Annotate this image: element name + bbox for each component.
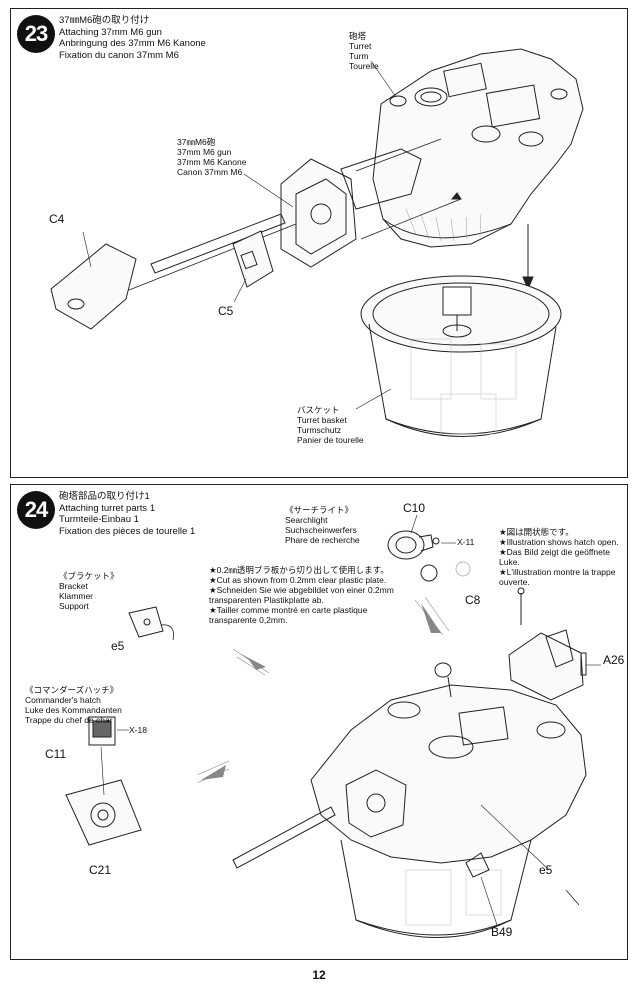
searchlight-label-fr: Phare de recherche — [285, 535, 360, 545]
commanders-hatch-label-de: Luke des Kommandanten — [25, 705, 122, 715]
part-c8: C8 — [465, 593, 481, 607]
turret-label-de: Turm — [349, 51, 369, 61]
basket-label: バスケット Turret basket Turmschutz Panier de… — [297, 405, 364, 445]
gun-label-de: 37mm M6 Kanone — [177, 157, 247, 167]
commanders-hatch-label-fr: Trappe du chef de char — [25, 715, 113, 725]
bracket-label-en: Bracket — [59, 581, 88, 591]
commanders-hatch-label: 《コマンダーズハッチ》 Commander's hatch Luke des K… — [25, 685, 122, 725]
turret-label-fr: Tourelle — [349, 61, 379, 71]
step-23-illustration — [50, 48, 584, 437]
hatch-open-note-fr-2: ouverte. — [499, 577, 530, 587]
step-23-panel: 23 37㎜M6砲の取り付け Attaching 37mm M6 gun Anb… — [10, 8, 628, 478]
turret-label: 砲塔 Turret Turm Tourelle — [349, 31, 379, 71]
gun-label: 37㎜M6砲 37mm M6 gun 37mm M6 Kanone Canon … — [177, 137, 246, 177]
step-24-title-de: Turmteile-Einbau 1 — [59, 514, 139, 525]
part-a26: A26 — [603, 653, 625, 667]
turret-label-en: Turret — [349, 41, 372, 51]
step-24-panel: 24 砲塔部品の取り付け1 Attaching turret parts 1 T… — [10, 484, 628, 960]
step-23-title-fr: Fixation du canon 37mm M6 — [59, 49, 179, 61]
cut-note-fr-1: ★Tailler comme montré en carte plastique — [209, 605, 368, 615]
cut-note-en: ★Cut as shown from 0.2mm clear plastic p… — [209, 575, 387, 585]
cut-note: ★0.2㎜透明プラ板から切り出して使用します。 ★Cut as shown fr… — [209, 565, 394, 625]
basket-label-fr: Panier de tourelle — [297, 435, 364, 445]
bracket-label-de: Klammer — [59, 591, 94, 601]
basket-label-en: Turret basket — [297, 415, 347, 425]
part-c4: C4 — [49, 212, 65, 226]
part-c21: C21 — [89, 863, 112, 877]
step-24-titles: 砲塔部品の取り付け1 Attaching turret parts 1 Turm… — [59, 491, 195, 537]
part-c5: C5 — [218, 304, 234, 318]
bracket-label: 《ブラケット》 Bracket Klammer Support — [59, 571, 119, 611]
step-23-titles: 37㎜M6砲の取り付け Attaching 37mm M6 gun Anbrin… — [59, 15, 206, 61]
searchlight-label-de: Suchscheinwerfers — [285, 525, 357, 535]
basket-label-de: Turmschutz — [297, 425, 342, 435]
basket-label-ja: バスケット — [297, 405, 340, 415]
bracket-label-fr: Support — [59, 601, 89, 611]
step-number-24: 24 — [17, 491, 55, 529]
part-b49: B49 — [491, 925, 513, 939]
cut-note-fr-2: transparente 0,2mm. — [209, 615, 288, 625]
searchlight-label: 《サーチライト》 Searchlight Suchscheinwerfers P… — [285, 505, 360, 545]
gun-label-ja: 37㎜M6砲 — [177, 137, 216, 147]
cut-note-ja: ★0.2㎜透明プラ板から切り出して使用します。 — [209, 565, 389, 575]
searchlight-label-en: Searchlight — [285, 515, 328, 525]
gun-label-en: 37mm M6 gun — [177, 147, 232, 157]
hatch-open-note: ★図は開状態です。 ★Illustration shows hatch open… — [499, 527, 619, 587]
cut-note-de-1: ★Schneiden Sie wie abgebildet von einer … — [209, 585, 394, 595]
hatch-open-note-de-2: Luke. — [499, 557, 520, 567]
cut-note-de-2: transparenten Plastikplatte ab. — [209, 595, 324, 605]
part-x11: X-11 — [457, 537, 475, 547]
step-24-title-en: Attaching turret parts 1 — [59, 502, 156, 514]
gun-label-fr: Canon 37mm M6 — [177, 167, 243, 177]
commanders-hatch-label-en: Commander's hatch — [25, 695, 101, 705]
hatch-open-note-de-1: ★Das Bild zeigt die geöffnete — [499, 547, 610, 557]
part-e5-turret: e5 — [539, 863, 553, 877]
hatch-open-note-ja: ★図は開状態です。 — [499, 527, 574, 537]
part-e5-bracket: e5 — [111, 639, 125, 653]
step-number-23: 23 — [17, 15, 55, 53]
step-24-title-ja: 砲塔部品の取り付け1 — [59, 491, 150, 502]
step-23-title-de: Anbringung des 37mm M6 Kanone — [59, 38, 206, 49]
step-24-illustration — [65, 514, 601, 938]
searchlight-label-ja: 《サーチライト》 — [285, 505, 354, 515]
step-23-title-ja: 37㎜M6砲の取り付け — [59, 15, 150, 26]
page-number: 12 — [312, 968, 326, 982]
part-c10: C10 — [403, 501, 426, 515]
hatch-open-note-fr-1: ★L'illustration montre la trappe — [499, 567, 616, 577]
step-23-title-en: Attaching 37mm M6 gun — [59, 26, 162, 38]
hatch-open-note-en: ★Illustration shows hatch open. — [499, 537, 619, 547]
part-x18: X-18 — [129, 725, 147, 735]
turret-label-ja: 砲塔 — [349, 31, 367, 41]
step-24-title-fr: Fixation des pièces de tourelle 1 — [59, 525, 196, 537]
bracket-label-ja: 《ブラケット》 — [59, 571, 119, 581]
commanders-hatch-label-ja: 《コマンダーズハッチ》 — [25, 685, 119, 695]
part-c11: C11 — [45, 747, 67, 761]
